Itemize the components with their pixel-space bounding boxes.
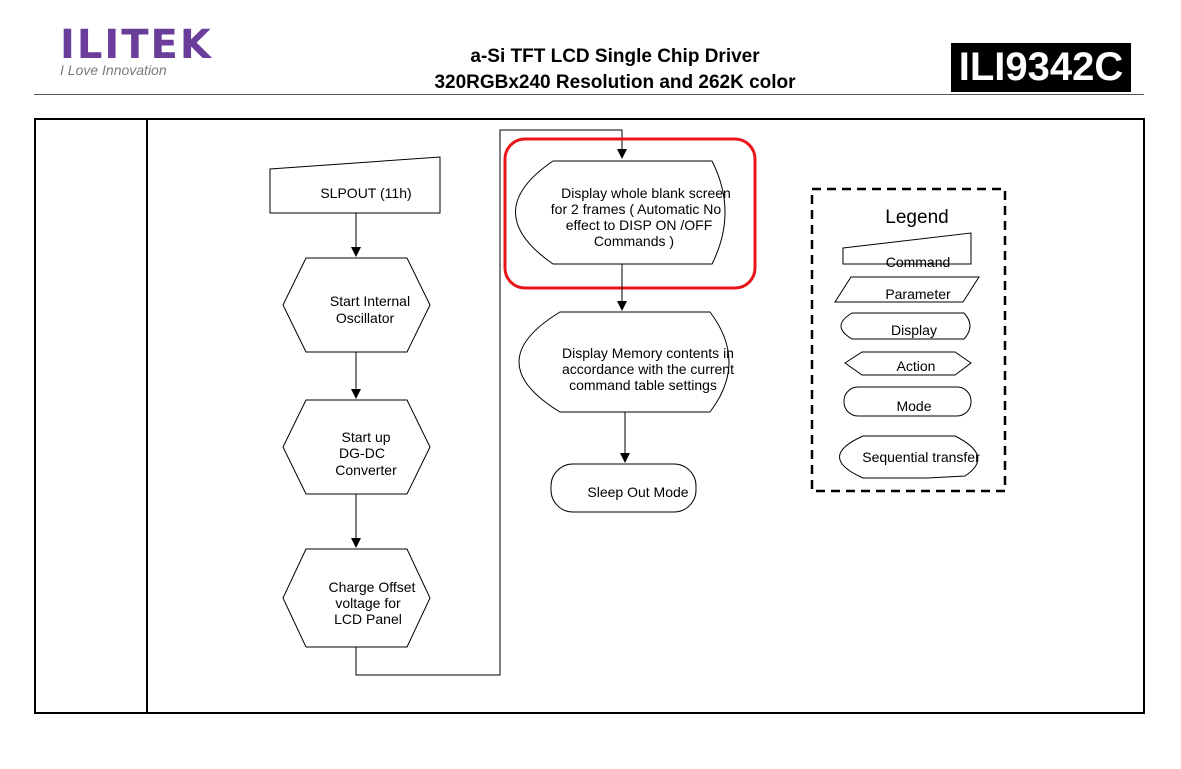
document-title: a-Si TFT LCD Single Chip Driver 320RGBx2… xyxy=(380,44,850,96)
legend-sequential-label: Sequential transfer xyxy=(862,449,980,465)
legend-action-label: Action xyxy=(897,358,936,374)
charge-label-3: LCD Panel xyxy=(334,611,402,627)
blank-label-1: Display whole blank screen xyxy=(561,185,731,201)
legend-command-label: Command xyxy=(886,254,951,270)
chip-name-badge: ILI9342C xyxy=(951,43,1131,92)
slpout-label: SLPOUT (11h) xyxy=(320,185,411,201)
legend-mode-label: Mode xyxy=(896,398,931,414)
title-line-1: a-Si TFT LCD Single Chip Driver xyxy=(470,46,760,67)
connector-charge-to-blank xyxy=(355,129,627,676)
legend-sequential-shape xyxy=(839,435,979,479)
dcdc-label-3: Converter xyxy=(335,462,397,478)
legend-parameter-shape xyxy=(834,276,980,303)
legend-mode-shape xyxy=(843,386,972,417)
blank-label-3: effect to DISP ON /OFF xyxy=(566,217,713,233)
legend-display-shape xyxy=(840,312,971,340)
ilitek-logo: ILITEK I Love Innovation xyxy=(60,22,213,78)
charge-label-1: Charge Offset xyxy=(329,579,416,595)
logo-wordmark: ILITEK xyxy=(60,22,213,68)
osc-label-1: Start Internal xyxy=(330,293,410,309)
logo-tagline: I Love Innovation xyxy=(60,62,167,78)
legend-action-shape xyxy=(844,351,972,376)
legend-title: Legend xyxy=(885,207,948,228)
legend-display-label: Display xyxy=(891,322,937,338)
slpout-command-shape xyxy=(269,156,441,214)
charge-action-shape xyxy=(282,548,431,648)
highlight-box xyxy=(503,137,757,290)
blank-label-4: Commands ) xyxy=(594,233,674,249)
memory-label-2: accordance with the current xyxy=(562,361,734,377)
dcdc-label-2: DG-DC xyxy=(339,445,385,461)
header-divider xyxy=(34,94,1144,95)
blank-label-2: for 2 frames ( Automatic No xyxy=(551,201,722,217)
charge-label-2: voltage for xyxy=(335,595,401,611)
legend-parameter-label: Parameter xyxy=(885,286,951,302)
memory-label-1: Display Memory contents in xyxy=(562,345,734,361)
memory-display-shape xyxy=(518,311,730,413)
legend-command-shape xyxy=(842,232,972,265)
sleep-out-mode-shape xyxy=(550,463,697,513)
blank-screen-display-shape xyxy=(515,160,726,265)
legend-box xyxy=(810,187,1007,493)
dcdc-label-1: Start up xyxy=(341,429,390,445)
sleepout-label: Sleep Out Mode xyxy=(587,484,688,500)
memory-label-3: command table settings xyxy=(569,377,717,393)
table-frame xyxy=(34,118,1145,714)
title-line-2: 320RGBx240 Resolution and 262K color xyxy=(434,72,796,93)
dcdc-action-shape xyxy=(282,399,431,495)
oscillator-action-shape xyxy=(282,257,431,353)
osc-label-2: Oscillator xyxy=(336,310,395,326)
